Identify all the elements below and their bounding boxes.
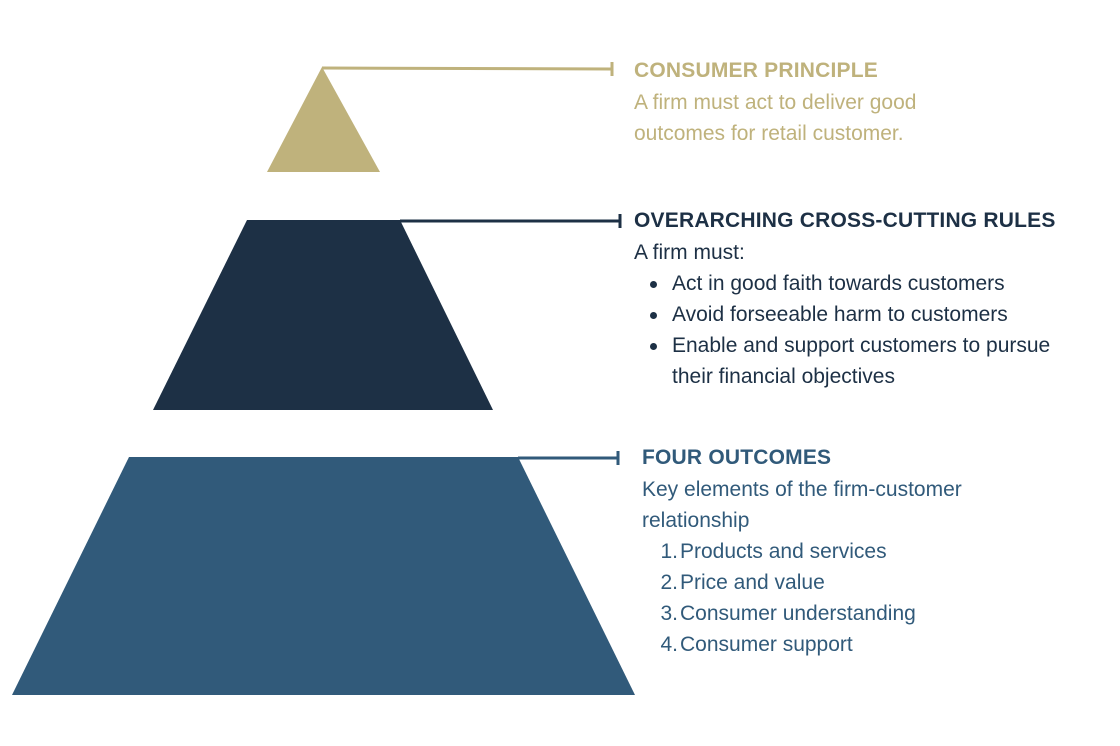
list-item-text: Products and services — [680, 540, 887, 563]
tier-bottom-heading: FOUR OUTCOMES — [642, 446, 832, 469]
tier-bottom-text: FOUR OUTCOMES Key elements of the firm-c… — [642, 445, 1062, 660]
bullet-dot-icon — [650, 343, 657, 350]
list-item-text: Avoid forseeable harm to customers — [672, 303, 1008, 326]
list-item: Act in good faith towards customers — [634, 268, 1109, 299]
tier-middle-bullet-list: Act in good faith towards customers Avoi… — [634, 268, 1109, 392]
list-item-number: 1. — [660, 540, 678, 563]
pyramid-tier-top-shape — [267, 67, 380, 172]
list-item: Enable and support customers to pursue t… — [634, 330, 1090, 392]
bullet-dot-icon — [650, 281, 657, 288]
tier-middle-text: OVERARCHING CROSS-CUTTING RULES A firm m… — [634, 208, 1109, 392]
tier-middle-heading: OVERARCHING CROSS-CUTTING RULES — [634, 209, 1056, 232]
list-item-text: Consumer support — [680, 633, 853, 656]
list-item-text: Consumer understanding — [680, 602, 916, 625]
list-item: 1. Products and services — [642, 536, 1062, 567]
list-item-text: Price and value — [680, 571, 825, 594]
tier-top-text: CONSUMER PRINCIPLE A firm must act to de… — [634, 58, 1104, 149]
list-item-number: 4. — [660, 633, 678, 656]
pyramid-tier-top-connector — [321, 66, 613, 71]
bullet-dot-icon — [650, 312, 657, 319]
list-item-number: 3. — [660, 602, 678, 625]
tier-top-description-line: outcomes for retail customer. — [634, 122, 904, 145]
tier-middle-intro: A firm must: — [634, 241, 745, 264]
tier-top-heading: CONSUMER PRINCIPLE — [634, 59, 878, 82]
list-item: 4. Consumer support — [642, 629, 1062, 660]
tier-bottom-intro: Key elements of the firm-customer relati… — [642, 478, 962, 532]
list-item-text: Enable and support customers to pursue t… — [672, 334, 1051, 388]
list-item: 2. Price and value — [642, 567, 1062, 598]
list-item-number: 2. — [660, 571, 678, 594]
tier-top-description-line: A firm must act to deliver good — [634, 91, 917, 114]
tier-top-description: A firm must act to deliver good outcomes… — [634, 87, 1104, 149]
list-item: Avoid forseeable harm to customers — [634, 299, 1109, 330]
tier-bottom-numbered-list: 1. Products and services 2. Price and va… — [642, 536, 1062, 660]
pyramid-tier-middle-shape — [153, 220, 493, 410]
list-item: 3. Consumer understanding — [642, 598, 1062, 629]
pyramid-tier-bottom-shape — [12, 457, 635, 695]
list-item-text: Act in good faith towards customers — [672, 272, 1005, 295]
